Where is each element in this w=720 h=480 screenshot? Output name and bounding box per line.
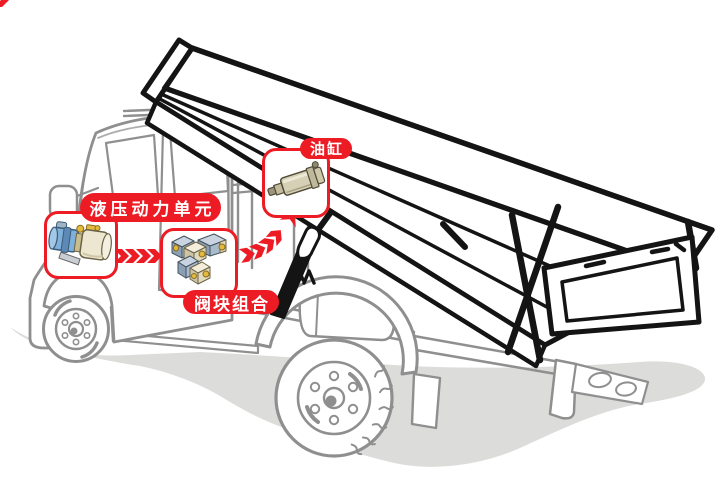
label-valve-block-assembly: 阀块组合 <box>183 290 279 314</box>
callout-hydraulic-power-unit <box>44 211 118 279</box>
flow-arrow-power-to-valve <box>114 249 162 263</box>
label-hydraulic-power-unit: 液压动力单元 <box>80 193 221 222</box>
hydraulic-power-unit-icon <box>48 221 112 266</box>
valve-block-assembly-icon <box>171 233 227 285</box>
callout-valve-block-assembly <box>160 228 238 298</box>
callout-oil-cylinder <box>262 148 330 218</box>
label-oil-cylinder: 油缸 <box>300 138 352 159</box>
oil-cylinder-icon <box>267 161 326 196</box>
